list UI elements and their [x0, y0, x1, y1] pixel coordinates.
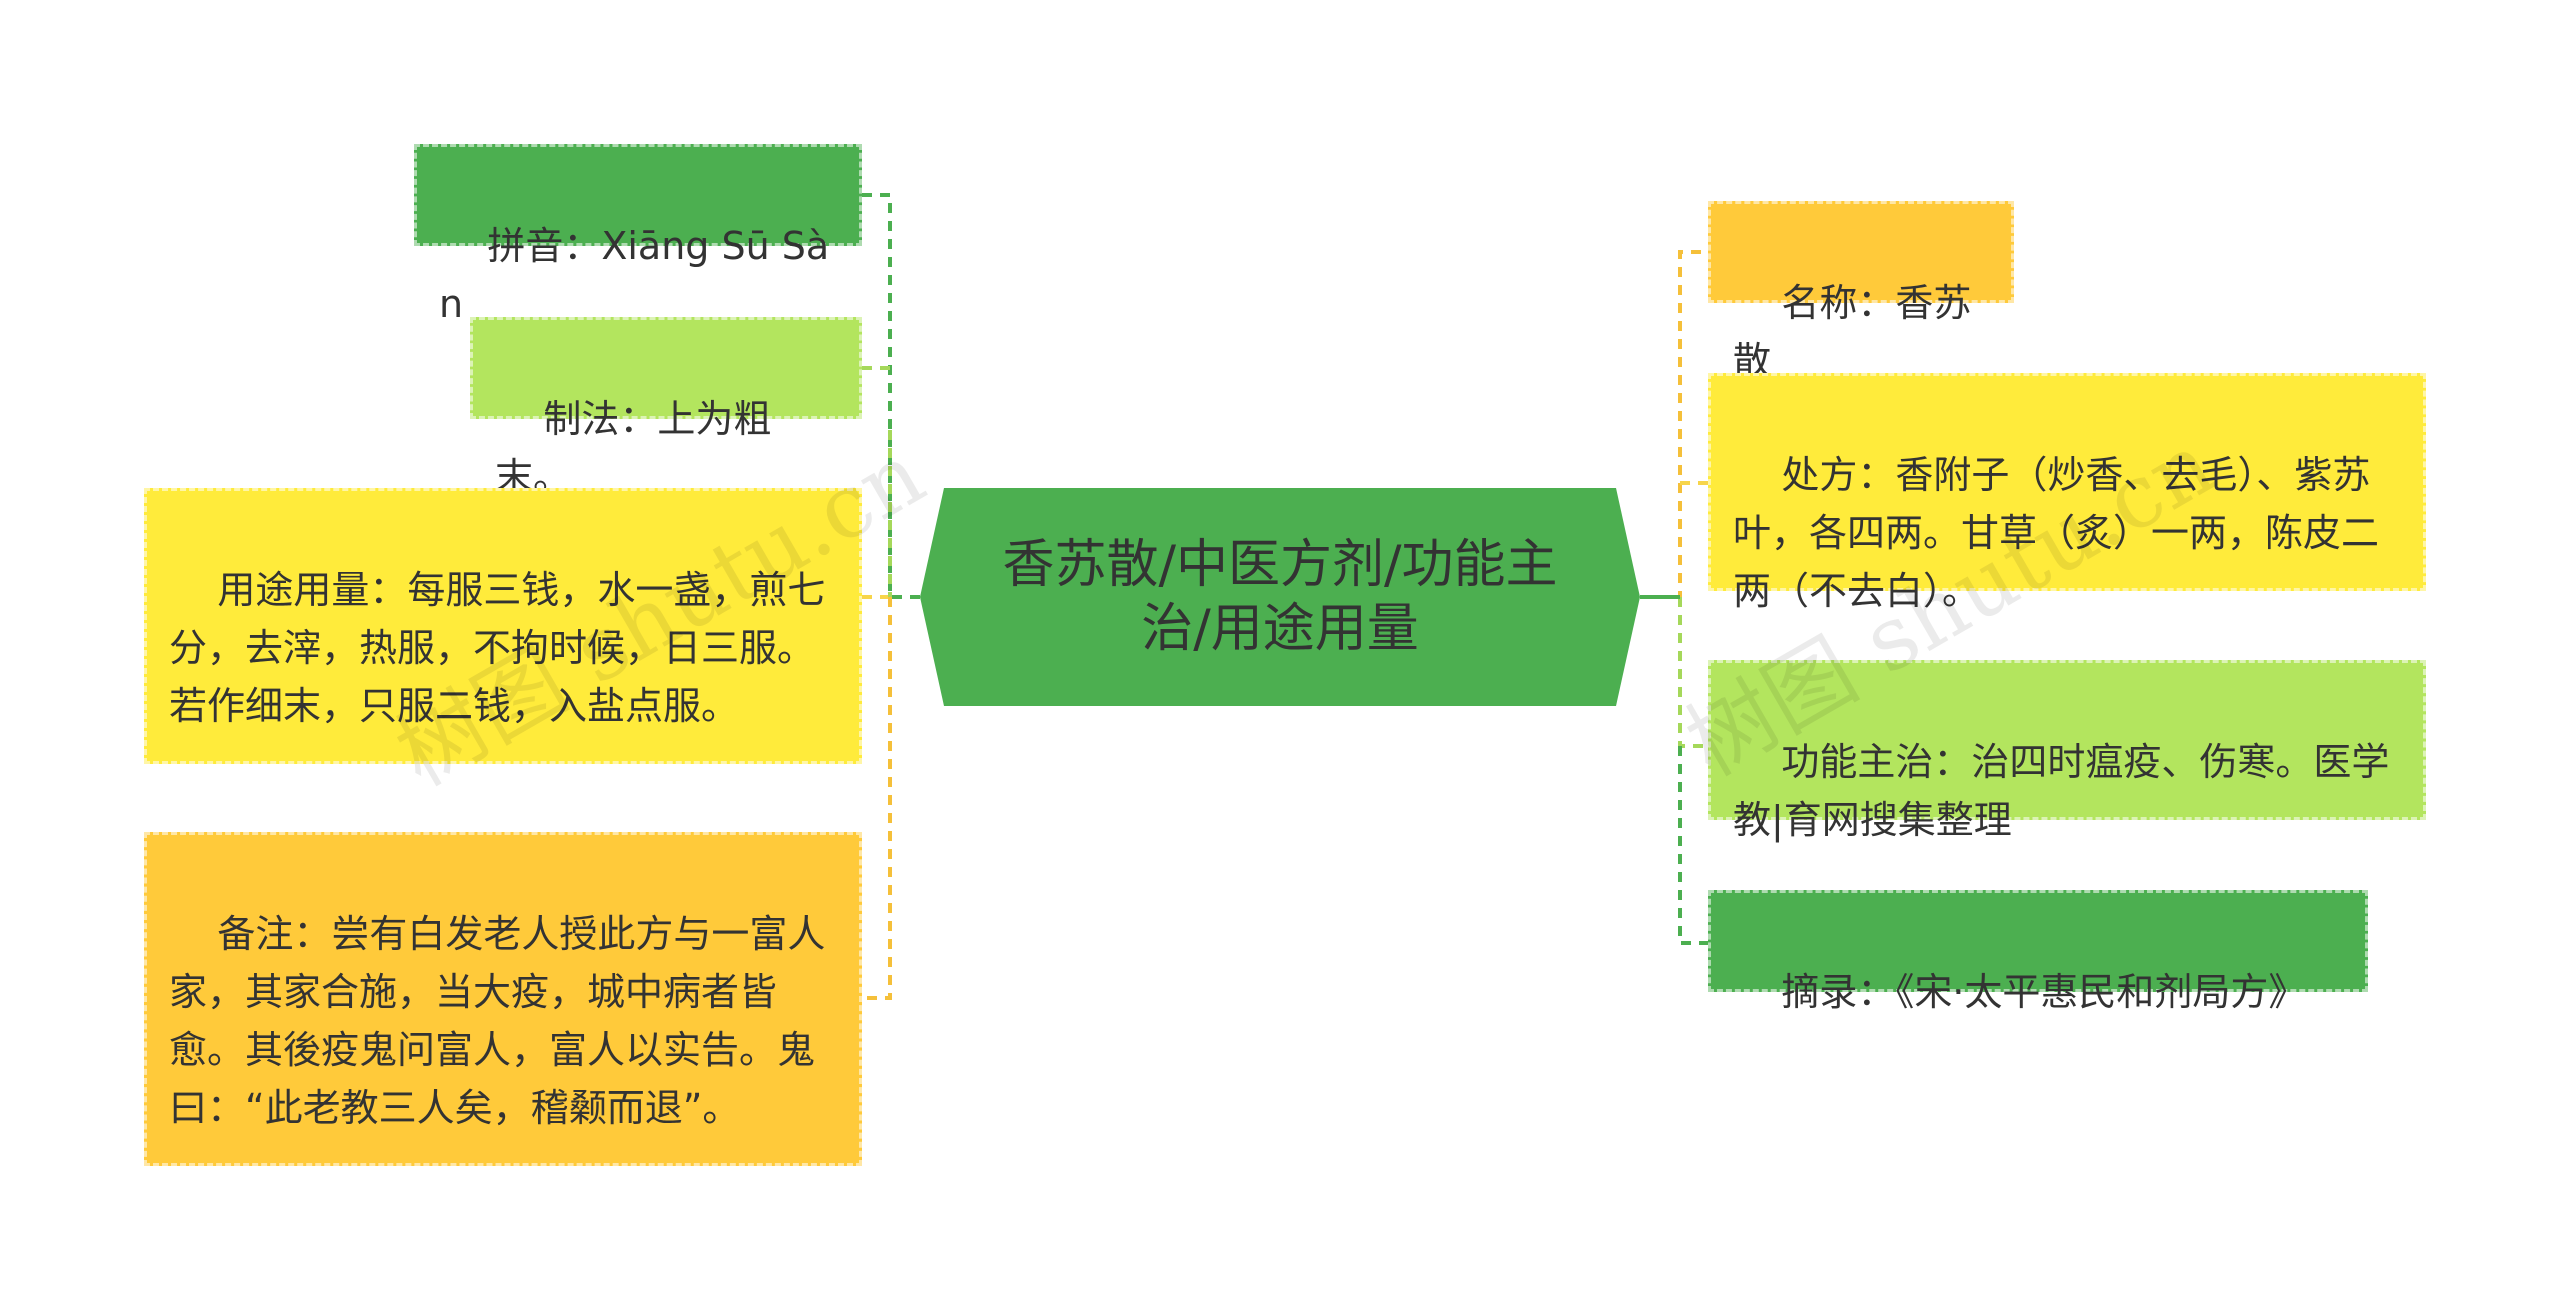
node-pinyin[interactable]: 拼音：Xiāng Sū Sàn [414, 144, 862, 326]
node-note[interactable]: 备注：尝有白发老人授此方与一富人家，其家合施，当大疫，城中病者皆愈。其後疫鬼问富… [144, 832, 862, 1166]
node-prescription-text: 处方：香附子（炒香、去毛）、紫苏叶，各四两。甘草（炙）一两，陈皮二两（不去白）。 [1733, 453, 2380, 613]
node-pinyin-text: 拼音：Xiāng Sū Sàn [439, 224, 830, 326]
connector-note [862, 597, 892, 1000]
node-method[interactable]: 制法：上为粗末。 [470, 317, 862, 499]
connector-source [1678, 746, 1708, 945]
node-note-text: 备注：尝有白发老人授此方与一富人家，其家合施，当大疫，城中病者皆愈。其後疫鬼问富… [169, 912, 826, 1130]
right-connectors [1640, 250, 1708, 945]
node-usage[interactable]: 用途用量：每服三钱，水一盏，煎七分，去滓，热服，不拘时候，日三服。若作细末，只服… [144, 488, 862, 764]
node-prescription[interactable]: 处方：香附子（炒香、去毛）、紫苏叶，各四两。甘草（炙）一两，陈皮二两（不去白）。 [1708, 373, 2426, 613]
connector-name [1640, 250, 1708, 599]
central-topic-label: 香苏散/中医方剂/功能主治/用途用量 [1002, 535, 1558, 659]
node-name[interactable]: 名称：香苏散 [1708, 201, 2014, 383]
node-function-text: 功能主治：治四时瘟疫、伤寒。医学教|育网搜集整理 [1733, 740, 2390, 842]
left-connectors [862, 193, 920, 1000]
central-topic[interactable]: 香苏散/中医方剂/功能主治/用途用量 [920, 488, 1640, 706]
node-usage-text: 用途用量：每服三钱，水一盏，煎七分，去滓，热服，不拘时候，日三服。若作细末，只服… [169, 568, 826, 728]
node-source-text: 摘录：《宋·太平惠民和剂局方》 [1781, 970, 2307, 1014]
central-topic-shape [920, 488, 1640, 706]
node-function[interactable]: 功能主治：治四时瘟疫、伤寒。医学教|育网搜集整理 [1708, 660, 2426, 842]
node-source[interactable]: 摘录：《宋·太平惠民和剂局方》 [1708, 890, 2368, 1014]
